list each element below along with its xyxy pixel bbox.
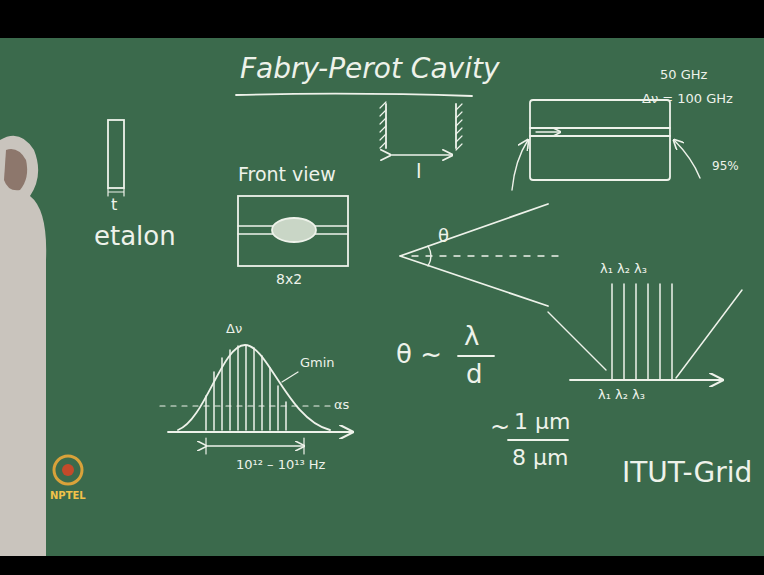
angle-label: θ — [438, 226, 449, 246]
length-label: l — [416, 160, 422, 182]
formula-text: λ — [464, 322, 479, 351]
logo-text: NPTEL — [50, 490, 86, 501]
spacing-label: 50 GHz — [660, 68, 707, 82]
formula-text: 1 μm — [514, 410, 570, 434]
dimension-label: t — [111, 196, 117, 214]
formula-text: θ ~ — [396, 340, 442, 369]
view-label: Front view — [238, 164, 336, 185]
etalon-label: etalon — [94, 222, 176, 251]
wavelength-labels: λ₁ λ₂ λ₃ — [598, 388, 645, 402]
reflectivity-label: 95% — [712, 160, 739, 173]
bandwidth-label: Δν — [226, 322, 242, 336]
size-label: 8x2 — [276, 272, 302, 287]
loss-label: αs — [334, 398, 349, 412]
wavelength-labels: λ₁ λ₂ λ₃ — [600, 262, 647, 276]
board-title: Fabry-Perot Cavity — [240, 54, 499, 85]
formula-text: 8 μm — [512, 446, 568, 470]
formula-text: ~ — [490, 414, 510, 440]
gain-label: Gmin — [300, 356, 335, 370]
grid-label: ITUT-Grid — [622, 458, 752, 489]
range-label: 10¹² – 10¹³ Hz — [236, 458, 325, 472]
formula-text: d — [466, 360, 483, 389]
spacing-label: Δν = 100 GHz — [642, 92, 733, 106]
